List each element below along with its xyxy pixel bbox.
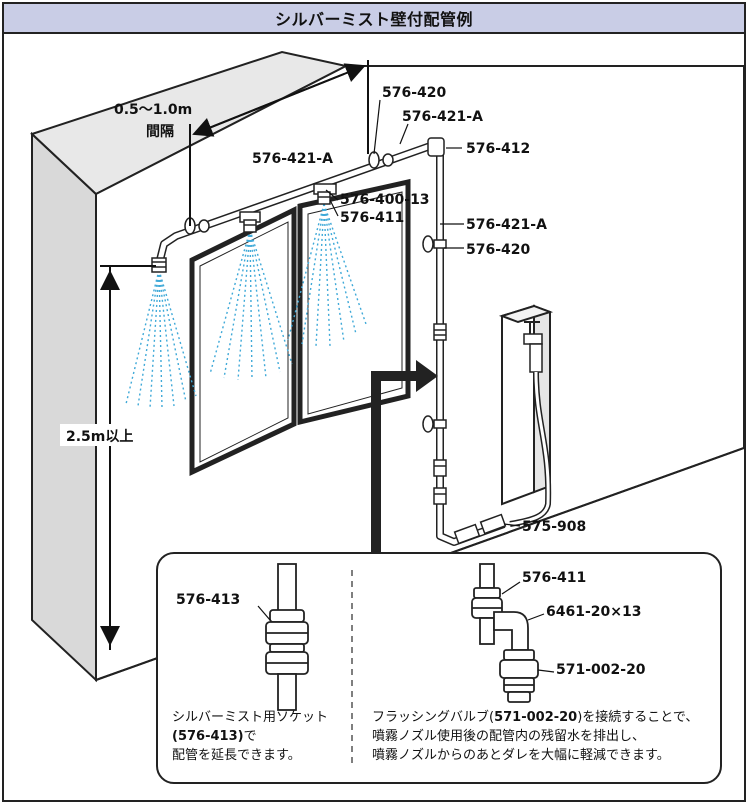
callout-576-412: 576-412 [466, 141, 530, 157]
part-label-6461-20x13: 6461-20×13 [546, 604, 642, 620]
flushing-valve-drawing [471, 563, 539, 703]
socket-caption-code: (576-413) [172, 729, 244, 744]
callout-576-420-right: 576-420 [466, 242, 531, 258]
valve-caption-line-1: フラッシングバルブ(571-002-20)を接続することで、 [372, 708, 718, 727]
spacing-text-label: 間隔 [146, 124, 174, 140]
valve-caption-1a: フラッシングバルブ( [372, 710, 495, 725]
detail-illustration [257, 563, 555, 764]
hose-connector [453, 513, 507, 545]
detail-panel: 576-413 576-411 6461-20×13 571-002-20 シル… [156, 552, 722, 784]
window-left [189, 205, 297, 476]
detail-pointer-arrow [371, 360, 438, 564]
height-label: 2.5m以上 [66, 429, 133, 445]
socket-caption: シルバーミスト用ソケット (576-413)で 配管を延長できます。 [172, 708, 382, 765]
water-post [498, 304, 554, 527]
elbow-fitting [427, 137, 445, 157]
wall-side [31, 131, 97, 683]
title-bar: シルバーミスト壁付配管例 [4, 4, 744, 34]
socket-caption-particle: で [243, 729, 257, 744]
wall-bracket-4 [422, 415, 447, 433]
wall-bracket-2 [368, 151, 394, 169]
part-label-576-411: 576-411 [522, 570, 587, 586]
callout-leaders [325, 99, 521, 527]
callout-576-420-top: 576-420 [382, 85, 447, 101]
detail-leaders-right [501, 581, 555, 673]
spacing-value-label: 0.5〜1.0m [114, 102, 192, 118]
valve-caption-1b: )を接続することで、 [577, 710, 699, 725]
callout-576-421-a-mid: 576-421-A [252, 151, 333, 167]
nozzle-3 [313, 183, 337, 205]
socket-576-413-drawing [265, 563, 309, 711]
valve-caption-line-3: 噴霧ノズルからのあとダレを大幅に軽減できます。 [372, 748, 670, 763]
callout-576-411: 576-411 [340, 210, 404, 226]
spacing-dimension [189, 60, 369, 226]
mist-spray-2 [209, 229, 293, 381]
callout-576-421-a-right: 576-421-A [466, 217, 547, 233]
valve-caption-line-2: 噴霧ノズル使用後の配管内の残留水を排出し、 [372, 729, 646, 744]
mist-spray-3 [287, 203, 367, 347]
leader-576-413 [257, 605, 271, 621]
installation-illustration: 0.5〜1.0m 間隔 2.5m以上 576-420 [30, 50, 744, 683]
height-label-bg [60, 424, 160, 446]
callout-575-908: 575-908 [522, 519, 586, 535]
socket-fitting-1 [433, 323, 447, 341]
mist-spray-1 [125, 269, 197, 409]
part-label-576-413: 576-413 [176, 592, 241, 608]
valve-caption-code: 571-002-20 [494, 710, 578, 725]
callout-576-400-13: 576-400-13 [340, 192, 430, 208]
flushing-valve-caption: フラッシングバルブ(571-002-20)を接続することで、 噴霧ノズル使用後の… [372, 708, 718, 765]
socket-caption-line-1: シルバーミスト用ソケット [172, 710, 329, 725]
height-dimension [100, 265, 156, 650]
callout-576-421-a-top: 576-421-A [402, 109, 483, 125]
socket-caption-line-3: 配管を延長できます。 [172, 748, 301, 763]
nozzle-2 [239, 211, 261, 233]
wall-bracket-3 [422, 235, 447, 253]
page-title: シルバーミスト壁付配管例 [274, 10, 473, 29]
window-right [297, 178, 411, 426]
part-label-571-002-20: 571-002-20 [556, 662, 646, 678]
socket-caption-line-2: (576-413)で [172, 727, 382, 746]
horizontal-pipe [156, 140, 438, 261]
socket-fitting-2 [433, 459, 447, 505]
